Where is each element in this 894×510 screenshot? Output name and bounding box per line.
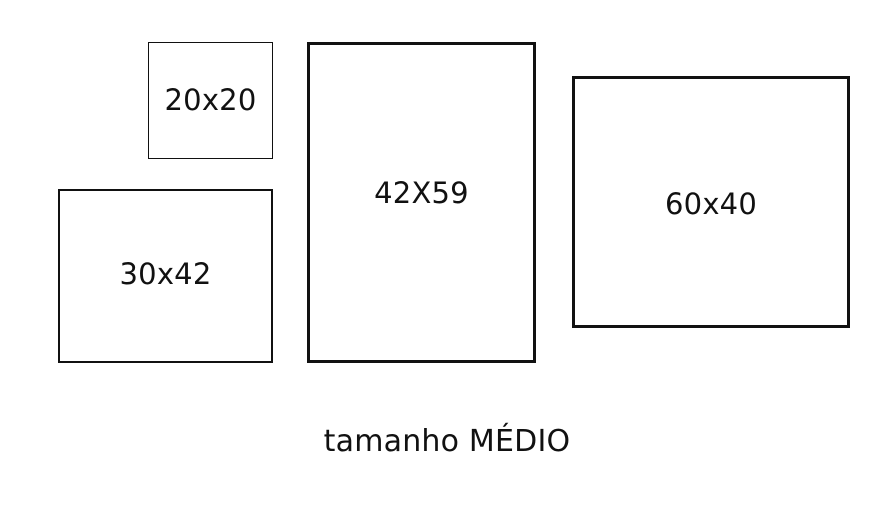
frame-42x59: 42X59 bbox=[307, 42, 536, 363]
frame-60x40: 60x40 bbox=[572, 76, 850, 328]
frame-size-label: 60x40 bbox=[665, 187, 757, 221]
size-caption: tamanho MÉDIO bbox=[323, 424, 571, 459]
frame-size-label: 30x42 bbox=[119, 257, 212, 291]
frame-size-label: 20x20 bbox=[164, 83, 257, 117]
frame-size-label: 42X59 bbox=[374, 176, 469, 210]
frame-20x20: 20x20 bbox=[148, 42, 273, 159]
frame-30x42: 30x42 bbox=[58, 189, 273, 363]
